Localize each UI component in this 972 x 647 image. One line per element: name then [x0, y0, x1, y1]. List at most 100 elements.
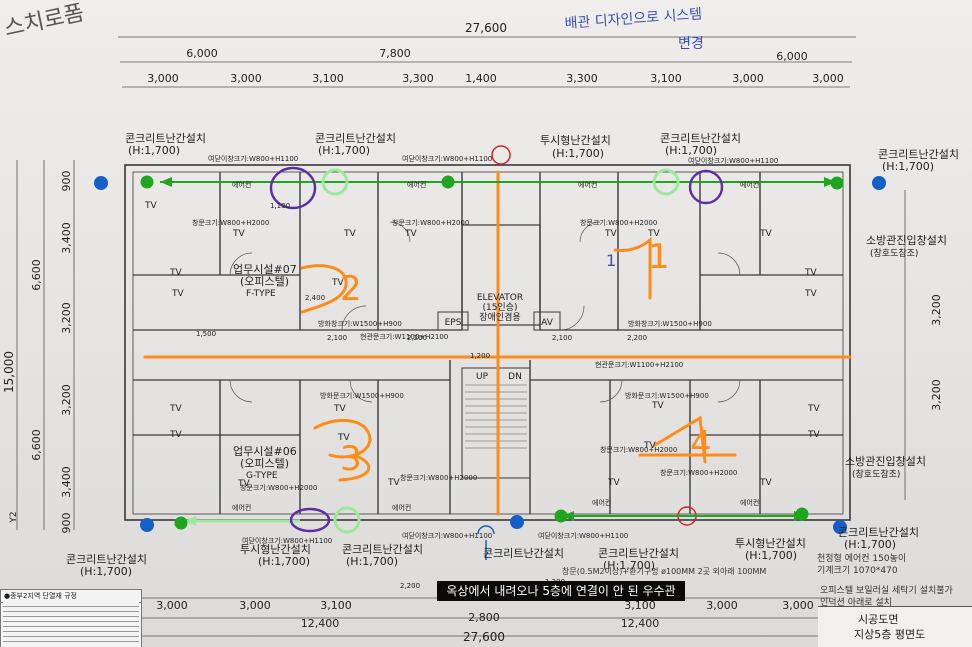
window-annot: 창문크기:W800+H2000	[580, 218, 657, 227]
unit-number-2: 2	[340, 269, 362, 309]
tv-label: TV	[604, 229, 617, 239]
purple-circles	[269, 166, 724, 533]
rail-label-11: 투시형난간설치	[735, 537, 806, 550]
svg-text:1,500: 1,500	[196, 330, 216, 338]
fire-window-sub: (창호도참조)	[870, 248, 918, 259]
tv-label: TV	[759, 229, 772, 239]
light-green-circles	[321, 168, 680, 534]
tv-label: TV	[807, 430, 820, 440]
tv-label: TV	[607, 478, 620, 488]
elevator-sub: (15인승)	[482, 302, 517, 313]
rail-label-10: 콘크리트난간설치	[598, 547, 679, 560]
dim-left-total: 15,000	[2, 351, 16, 393]
tv-label: TV	[647, 229, 660, 239]
window-annot: 창문크기:W800+H2000	[400, 473, 477, 482]
aircon-labels: 에어컨 에어컨 에어컨 에어컨 에어컨 에어컨 에어컨 에어컨	[232, 180, 759, 512]
tv-label: TV	[651, 401, 664, 411]
tv-label: TV	[387, 478, 400, 488]
tv-label: TV	[343, 229, 356, 239]
handwriting-top-left: 스치로폼	[2, 1, 86, 42]
tv-label: TV	[171, 289, 184, 299]
blue-dots	[94, 176, 886, 534]
dim-bottom-row3: 3,000	[239, 599, 271, 612]
svg-text:에어컨: 에어컨	[740, 498, 759, 507]
dim-bottom-row3: 2,800	[468, 611, 500, 624]
handwriting-top-right-1: 배관 디자인으로 시스템	[564, 6, 702, 32]
rail-label-4: 콘크리트난간설치	[660, 132, 741, 145]
window-size-bottom: 여닫이창크기:W800+H1100	[402, 531, 492, 540]
boiler-note-1: 오피스텔 보일러실 세탁기 설치불가	[820, 586, 953, 596]
tv-label: TV	[237, 479, 250, 489]
tv-label: TV	[169, 430, 182, 440]
svg-text:에어컨: 에어컨	[578, 180, 597, 189]
grid-y2-label: Y2	[9, 511, 19, 523]
rail-h-5: (H:1,700)	[882, 160, 934, 173]
svg-text:1,100: 1,100	[270, 202, 290, 210]
tv-labels: TV TV TV TV TV TV TV TV TV TV TV TV TV T…	[144, 201, 820, 489]
dim-top-row3: 3,000	[230, 72, 262, 85]
rail-label-5: 콘크리트난간설치	[878, 148, 959, 161]
dim-bottom-row3: 3,100	[624, 599, 656, 612]
rail-label-7: 투시형난간설치	[240, 543, 311, 556]
window-size-bottom: 여닫이창크기:W800+H1100	[538, 531, 628, 540]
dim-top-row3: 1,400	[465, 72, 497, 85]
dim-top-total: 27,600	[465, 21, 507, 35]
dim-top-row2-b: 7,800	[379, 47, 411, 60]
rail-label-9: 콘크리트난간설치	[483, 547, 564, 560]
fire-window-label: 소방관진입창설치	[845, 455, 926, 468]
unit-circle-1: 1	[606, 251, 616, 270]
dim-left-row3: 3,200	[60, 384, 73, 416]
rail-h-4: (H:1,700)	[665, 144, 717, 157]
fire-window-annot: 방화창크기:W1500+H900	[628, 319, 712, 328]
window-annot: 창문크기:W800+H2000	[240, 483, 317, 492]
orange-pipe-lines	[143, 170, 852, 516]
legend-rows	[3, 602, 139, 646]
rail-label-2: 콘크리트난간설치	[315, 132, 396, 145]
svg-text:2,200: 2,200	[627, 334, 647, 342]
fire-window-label: 소방관진입창설치	[866, 234, 947, 247]
svg-text:에어컨: 에어컨	[407, 180, 426, 189]
title-line-2: 지상5층 평면도	[854, 628, 926, 641]
dim-left-row2: 6,600	[30, 429, 43, 461]
svg-text:2,200: 2,200	[400, 582, 420, 590]
fire-door-annot: 방화문크기:W1500+H900	[625, 391, 709, 400]
rail-h-7: (H:1,700)	[258, 555, 310, 568]
window-size-top: 여닫이창크기:W800+H1100	[688, 156, 778, 165]
tv-label: TV	[643, 441, 656, 451]
rail-label-6: 콘크리트난간설치	[66, 553, 147, 566]
tv-label: TV	[331, 278, 344, 288]
elevator-label: ELEVATOR	[477, 293, 523, 303]
window-size-top: 여닫이창크기:W800+H1100	[208, 154, 298, 163]
stair-up-label: UP	[476, 372, 489, 382]
dim-top-row3: 3,100	[650, 72, 682, 85]
window-annot: 창문크기:W800+H2000	[660, 468, 737, 477]
dim-top-row3: 3,000	[812, 72, 844, 85]
door-swings	[229, 221, 741, 403]
tv-label: TV	[759, 478, 772, 488]
dimension-lines	[16, 36, 906, 637]
dim-top-row3: 3,300	[566, 72, 598, 85]
svg-text:에어컨: 에어컨	[740, 180, 759, 189]
window-annot: 창문크기:W800+H2000	[392, 218, 469, 227]
svg-text:에어컨: 에어컨	[232, 503, 251, 512]
svg-text:2,400: 2,400	[305, 294, 325, 302]
svg-text:에어컨: 에어컨	[392, 503, 411, 512]
eps-label: EPS	[445, 318, 462, 328]
svg-text:에어컨: 에어컨	[232, 180, 251, 189]
dim-bottom-row3: 3,000	[782, 599, 814, 612]
rail-label-12: 콘크리트난간설치	[838, 526, 919, 539]
tv-label: TV	[232, 229, 245, 239]
unit-number-3: 3	[340, 439, 362, 479]
office-f-sub: (오피스텔)	[240, 275, 289, 288]
insulation-legend-table: ●종부2지역 단열재 규정	[0, 589, 142, 647]
office-g-sub: (오피스텔)	[240, 457, 289, 470]
dim-bottom-row3: 3,100	[320, 599, 352, 612]
tv-label: TV	[807, 404, 820, 414]
building-walls	[124, 164, 851, 521]
dim-left-row3: 900	[60, 513, 73, 534]
rail-label-3: 투시형난간설치	[540, 134, 611, 147]
fire-door-annot: 방화문크기:W1500+H900	[320, 391, 404, 400]
dim-left-row2: 6,600	[30, 259, 43, 291]
stair-dn-label: DN	[508, 372, 522, 382]
